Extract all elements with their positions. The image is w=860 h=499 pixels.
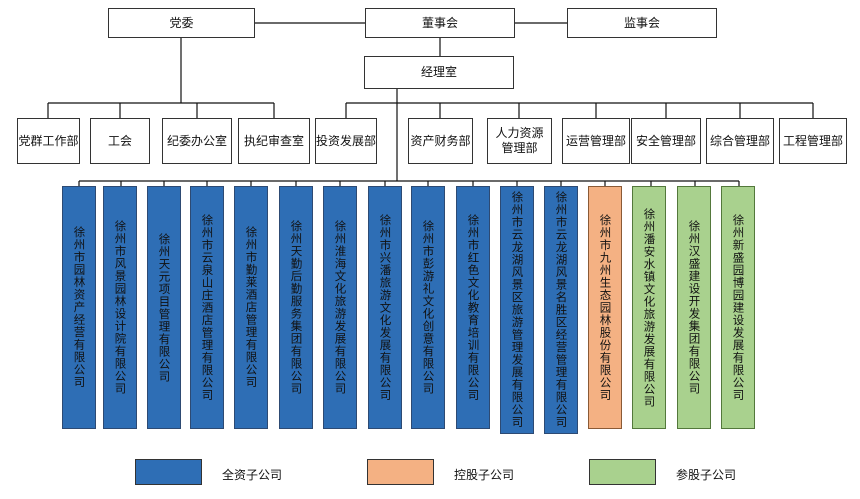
- department-label: 党群工作部: [18, 133, 79, 148]
- subsidiary-name: 徐州市彭游礼文化创意有限公司: [421, 220, 436, 395]
- subsidiary-name: 徐州汉盛建设开发集团有限公司: [687, 220, 702, 395]
- subsidiary-name: 徐州市园林资产经营有限公司: [72, 226, 87, 389]
- subsidiary-box[interactable]: 徐州新盛园博园建设发展有限公司: [721, 186, 755, 429]
- subsidiary-box[interactable]: 徐州市兴潘旅游文化发展有限公司: [368, 186, 402, 429]
- subsidiary-name: 徐州淮海文化旅游发展有限公司: [333, 220, 348, 395]
- subsidiary-box[interactable]: 徐州市云龙湖风景区旅游管理发展有限公司: [500, 186, 534, 434]
- board-label: 董事会: [421, 15, 458, 30]
- department-label: 资产财务部: [410, 133, 471, 148]
- department-box[interactable]: 投资发展部: [315, 118, 377, 164]
- subsidiary-name: 徐州市九州生态园林股份有限公司: [598, 213, 613, 402]
- legend-label-full: 全资子公司: [222, 468, 283, 482]
- subsidiary-name: 徐州市兴潘旅游文化发展有限公司: [378, 213, 393, 402]
- legend-label-holding: 控股子公司: [454, 468, 515, 482]
- legend-swatch-full: [135, 459, 202, 485]
- board-box[interactable]: 董事会: [365, 8, 515, 38]
- department-box[interactable]: 资产财务部: [408, 118, 473, 164]
- department-label: 安全管理部: [635, 133, 696, 148]
- department-label: 运营管理部: [565, 133, 626, 148]
- department-box[interactable]: 党群工作部: [17, 118, 80, 164]
- manager-office-label: 经理室: [420, 65, 457, 79]
- subsidiary-name: 徐州市云龙湖风景区旅游管理发展有限公司: [510, 191, 525, 429]
- subsidiary-box[interactable]: 徐州市彭游礼文化创意有限公司: [411, 186, 445, 429]
- subsidiary-name: 徐州市勤莱酒店管理有限公司: [244, 226, 259, 389]
- department-label: 工程管理部: [782, 133, 843, 148]
- department-box[interactable]: 综合管理部: [706, 118, 774, 164]
- subsidiary-box[interactable]: 徐州市勤莱酒店管理有限公司: [234, 186, 268, 429]
- department-box[interactable]: 运营管理部: [562, 118, 630, 164]
- subsidiary-box[interactable]: 徐州市园林资产经营有限公司: [62, 186, 96, 429]
- subsidiary-box[interactable]: 徐州潘安水镇文化旅游发展有限公司: [632, 186, 666, 429]
- subsidiary-box[interactable]: 徐州淮海文化旅游发展有限公司: [323, 186, 357, 429]
- department-box[interactable]: 工程管理部: [779, 118, 847, 164]
- manager-office-box[interactable]: 经理室: [364, 56, 514, 89]
- department-label: 纪委办公室: [166, 133, 227, 148]
- subsidiary-box[interactable]: 徐州市九州生态园林股份有限公司: [588, 186, 622, 429]
- department-label: 人力资源 管理部: [495, 126, 544, 155]
- department-label: 工会: [107, 133, 132, 148]
- subsidiary-box[interactable]: 徐州天元项目管理有限公司: [147, 186, 181, 429]
- subsidiary-name: 徐州市云泉山庄酒店管理有限公司: [200, 213, 215, 402]
- department-box[interactable]: 工会: [90, 118, 150, 164]
- department-label: 综合管理部: [709, 133, 770, 148]
- subsidiary-name: 徐州天勤后勤服务集团有限公司: [289, 220, 304, 395]
- subsidiary-box[interactable]: 徐州市云泉山庄酒店管理有限公司: [190, 186, 224, 429]
- subsidiary-box[interactable]: 徐州市红色文化教育培训有限公司: [456, 186, 490, 429]
- subsidiary-name: 徐州潘安水镇文化旅游发展有限公司: [642, 207, 657, 408]
- department-label: 投资发展部: [316, 133, 377, 148]
- subsidiary-name: 徐州市风景园林设计院有限公司: [113, 220, 128, 395]
- department-box[interactable]: 人力资源 管理部: [487, 118, 552, 164]
- legend-label-equity: 参股子公司: [676, 468, 737, 482]
- subsidiary-name: 徐州天元项目管理有限公司: [157, 232, 172, 383]
- supervisory-board-box[interactable]: 监事会: [567, 8, 717, 38]
- subsidiary-name: 徐州新盛园博园建设发展有限公司: [731, 213, 746, 402]
- department-label: 执纪审查室: [243, 133, 304, 148]
- department-box[interactable]: 纪委办公室: [162, 118, 232, 164]
- subsidiary-name: 徐州市红色文化教育培训有限公司: [466, 213, 481, 402]
- subsidiary-box[interactable]: 徐州市风景园林设计院有限公司: [103, 186, 137, 429]
- subsidiary-name: 徐州市云龙湖风景名胜区经营管理有限公司: [554, 191, 569, 429]
- subsidiary-box[interactable]: 徐州天勤后勤服务集团有限公司: [279, 186, 313, 429]
- subsidiary-box[interactable]: 徐州汉盛建设开发集团有限公司: [677, 186, 711, 429]
- department-box[interactable]: 执纪审查室: [238, 118, 310, 164]
- supervisory-board-label: 监事会: [623, 15, 660, 30]
- department-box[interactable]: 安全管理部: [631, 118, 701, 164]
- party-committee-box[interactable]: 党委: [108, 8, 255, 38]
- legend-swatch-equity: [589, 459, 656, 485]
- party-committee-label: 党委: [169, 15, 194, 30]
- legend-swatch-holding: [367, 459, 434, 485]
- subsidiary-box[interactable]: 徐州市云龙湖风景名胜区经营管理有限公司: [544, 186, 578, 434]
